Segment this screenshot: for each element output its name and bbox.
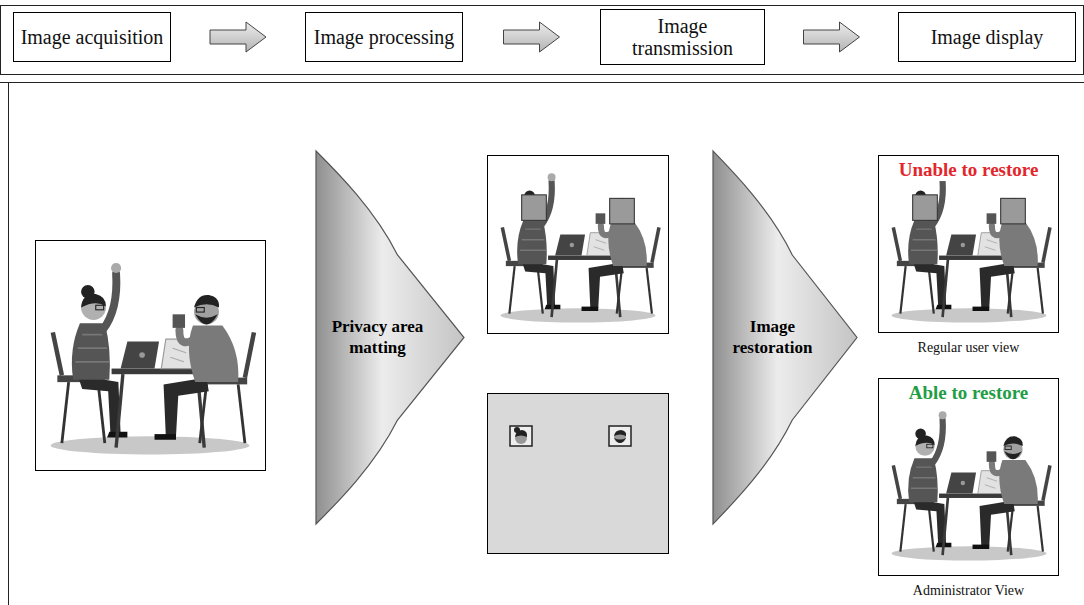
status-label: Unable to restore <box>897 159 1041 181</box>
face-crop-image <box>488 394 669 554</box>
block-arrow-connector <box>804 22 860 52</box>
people-illustration <box>501 173 659 322</box>
arrow-label: Image restoration <box>719 317 827 358</box>
panel-border <box>0 82 1084 83</box>
regular-view-image <box>892 173 1050 322</box>
block-arrow-body <box>713 151 857 524</box>
block-arrow-connector <box>504 22 560 52</box>
circle-shape <box>614 431 626 443</box>
people-illustration <box>51 263 254 455</box>
step-label: Image transmission <box>607 15 758 59</box>
process-box: Image processing <box>305 12 463 62</box>
path-shape <box>614 438 626 443</box>
view-caption: Administrator View <box>859 583 1078 599</box>
rect-shape <box>609 426 631 446</box>
image-view-box: Able to restoreAdministrator View <box>878 378 1059 576</box>
block-arrow-shape: Privacy area matting <box>315 150 465 525</box>
image-view-box: Unable to restoreRegular user view <box>878 155 1059 333</box>
original-image-frame <box>36 241 266 471</box>
people-illustration <box>892 173 1050 322</box>
panel-border <box>8 82 9 605</box>
face-thumbnail <box>609 426 631 446</box>
block-arrow-body <box>316 151 464 524</box>
process-box: Image acquisition <box>13 12 171 62</box>
process-panel <box>1 6 1084 75</box>
process-box: Image display <box>898 12 1076 62</box>
face-mask <box>522 195 635 224</box>
block-arrow-connector <box>210 22 266 52</box>
circle-shape <box>514 427 520 433</box>
step-label: Image display <box>931 26 1044 48</box>
admin-view-image <box>892 411 1050 560</box>
face-thumbnail <box>510 426 532 446</box>
status-label: Able to restore <box>907 382 1031 404</box>
people-illustration <box>892 411 1050 560</box>
rect-shape <box>510 426 532 446</box>
face-mask <box>913 195 1026 224</box>
path-shape <box>614 430 626 436</box>
view-caption: Regular user view <box>859 340 1078 356</box>
step-label: Image processing <box>314 26 455 48</box>
process-box: Image transmission <box>600 9 765 65</box>
original-image <box>51 263 254 455</box>
step-label: Image acquisition <box>21 26 164 48</box>
block-arrow-shape: Image restoration <box>712 150 858 525</box>
masked-image-frame <box>488 156 669 334</box>
masked-image <box>501 173 659 322</box>
arrow-label: Privacy area matting <box>324 317 432 358</box>
